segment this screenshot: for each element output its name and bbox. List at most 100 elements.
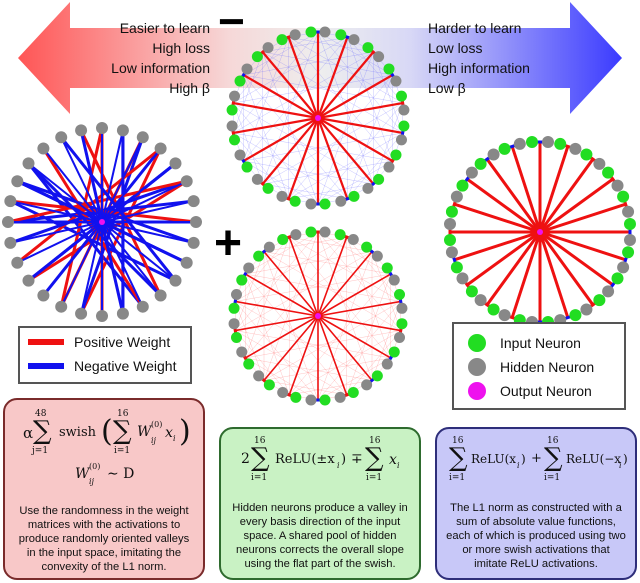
input-neuron [381,262,393,274]
input-neuron [230,331,242,343]
weight-edge [101,162,177,223]
weight-edge [538,145,570,233]
input-neuron [444,234,456,246]
hidden-neuron [263,241,275,253]
hidden-neuron [319,26,331,38]
hidden-neuron [602,285,615,298]
hidden-neuron [253,370,265,382]
hidden-neuron [75,307,88,320]
distribution-relation: ∼ D [107,466,135,482]
weight-edge [242,74,319,119]
positive-weight-swatch [28,339,64,345]
relu-network [444,136,636,328]
sum-lower-limit: i=1 [251,473,268,483]
connection-line [263,231,319,381]
legend-label: Input Neuron [500,335,581,351]
hidden-neuron [398,104,410,116]
connection-line [262,183,348,200]
connection-line [233,132,348,200]
connection-line [263,251,391,275]
input-neuron [276,34,288,46]
connection-line [347,37,393,162]
input-neuron [335,29,347,41]
hidden-neuron-dot [468,358,486,376]
hidden-neuron [347,233,359,245]
output-neuron [315,313,321,319]
weight-edge [27,162,103,223]
weight-edge [101,221,162,297]
hidden-neuron [169,274,182,287]
input-neuron [234,75,246,87]
weight-edge [101,221,144,308]
weight-edge [317,236,348,317]
weight-edge [16,221,103,264]
legend-hidden-neuron: Hidden Neuron [468,358,594,376]
connection-line [373,102,403,184]
weight-edge [287,36,320,119]
connection-line [235,330,347,396]
hidden-neuron [22,157,35,170]
connection-line [346,330,401,396]
hidden-neuron [55,131,68,144]
weight-edge [317,117,394,162]
legend-label: Positive Weight [74,334,171,350]
connection-line [317,31,374,184]
connection-line [263,236,347,252]
arrow-left-line: Low information [111,60,210,76]
weight-edge [244,273,319,317]
input-neuron [229,134,241,146]
input-neuron-dot [468,334,486,352]
weight-edge [10,199,197,224]
minus-sign: − [218,0,245,47]
swish-caption: Use the randomness in the weight matrice… [18,505,190,573]
relu-function: ReLU(±x [275,452,335,467]
connection-line [317,231,373,381]
weight-edge [317,116,403,135]
hidden-neuron [319,226,331,238]
hidden-neuron [513,137,526,150]
arrow-right-line: High information [428,60,530,76]
weight-edge [317,117,375,185]
weight-edge [485,158,542,233]
weight-edge [233,101,319,120]
weight-edge [317,315,373,381]
hidden-neuron [187,236,200,249]
sum-upper-limit: 16 [547,436,559,446]
input-neuron [251,51,263,63]
weight-edge [101,130,124,223]
weight-legend: Positive Weight Negative Weight [18,326,192,384]
weight-edge [263,251,319,317]
connection-line [233,36,348,104]
input-neuron [348,190,360,202]
plus-sign: + [214,217,243,270]
hidden-neuron [22,274,35,287]
connection-line [262,102,403,185]
input-neuron [445,205,458,218]
input-neuron [373,173,385,185]
connection-line [317,160,393,205]
hidden-neuron [335,195,347,207]
hidden-neuron [187,195,200,208]
arrow-left-line: High loss [152,40,210,56]
hidden-neuron [234,149,246,161]
connection-line [317,231,401,331]
hidden-neuron [228,318,240,330]
connection-line [233,31,319,134]
hidden-neuron [390,75,402,87]
hidden-neuron [169,157,182,170]
weight-edge [539,202,627,234]
connection-line [235,301,373,381]
hidden-neuron [116,124,129,137]
input-neuron [580,148,593,161]
hidden-neuron [569,142,582,155]
weight-symbol: W [75,466,90,482]
input-neuron [289,195,301,207]
weight-edge [317,300,401,317]
hidden-neuron [396,302,408,314]
hidden-neuron [334,391,346,403]
connection-line [317,102,403,205]
weight-edge [101,221,194,244]
connection-line [288,36,374,53]
input-subscript: i [173,434,176,443]
